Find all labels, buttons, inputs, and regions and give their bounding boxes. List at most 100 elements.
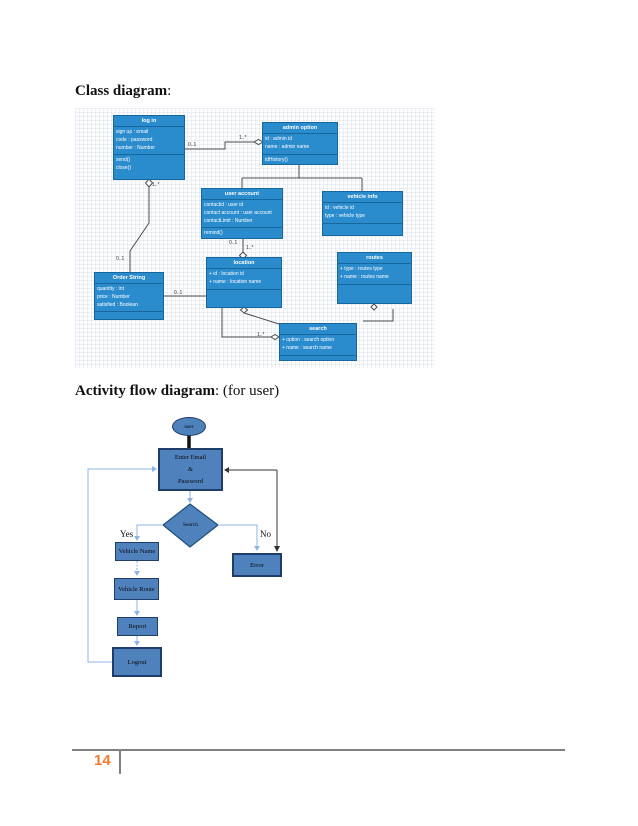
attribute: number : Number bbox=[116, 144, 155, 151]
multiplicity-label: 0..1 bbox=[174, 290, 183, 296]
flow-box-vehicle-route: Vehicle Route bbox=[114, 578, 159, 600]
attribute: + type : routes type bbox=[340, 266, 383, 272]
class-methods: send() close() bbox=[114, 155, 184, 175]
footer-divider-bar bbox=[119, 749, 121, 774]
multiplicity-label: 1..* bbox=[246, 245, 254, 251]
flow-box-label: Error bbox=[250, 561, 264, 569]
arrow-into-report bbox=[134, 611, 140, 616]
attribute: + name : search name bbox=[282, 344, 332, 351]
flow-box-error: Error bbox=[232, 553, 282, 577]
method: idHistory() bbox=[265, 156, 288, 163]
flow-box-logout: Logout bbox=[112, 647, 162, 677]
decision-label: Search bbox=[183, 522, 198, 528]
connector-location-search-diag bbox=[243, 312, 280, 325]
flow-box-enter-email: Enter Email & Password bbox=[158, 448, 223, 491]
method: send() bbox=[116, 157, 131, 164]
class-methods: idHistory() bbox=[263, 155, 337, 165]
class-title: user account bbox=[202, 189, 282, 200]
attribute: contactid : user id bbox=[204, 202, 244, 208]
attribute: + id : location id bbox=[209, 271, 244, 277]
attribute: price : Number bbox=[97, 293, 130, 300]
flow-box-vehicle-name: Vehicle Name bbox=[115, 542, 159, 561]
heading-activity-rest: : (for user) bbox=[214, 383, 280, 399]
start-node-label: user bbox=[184, 423, 194, 430]
attribute: code : password bbox=[116, 136, 153, 143]
flow-box-report: Report bbox=[117, 617, 158, 636]
arrow-into-error-blue bbox=[254, 546, 260, 551]
class-methods bbox=[323, 224, 402, 228]
class-attributes: sign up : email code : password number :… bbox=[114, 127, 184, 156]
flow-box-line: Enter Email bbox=[174, 454, 207, 462]
class-box-admin-option: admin option id : admin id name : admin … bbox=[262, 122, 338, 165]
attribute: sign up : email bbox=[116, 129, 149, 135]
class-box-routes: routes + type : routes type + name : rou… bbox=[337, 252, 412, 304]
multiplicity-label: 0..1 bbox=[116, 256, 125, 262]
arrow-loop-into-enter bbox=[152, 466, 157, 472]
flow-box-label: Logout bbox=[127, 658, 147, 666]
class-box-login: log in sign up : email code : password n… bbox=[113, 115, 185, 180]
attribute: + name : routes name bbox=[340, 273, 389, 280]
class-attributes: contactid : user id contact account : us… bbox=[202, 200, 282, 229]
class-title: location bbox=[207, 258, 281, 269]
class-title: routes bbox=[338, 253, 411, 264]
class-methods bbox=[207, 290, 281, 294]
arrow-into-logout bbox=[134, 641, 140, 646]
class-diagram-figure: 0..1 1..* 1..* 0..1 0..1 1..* 0..1 1..* … bbox=[75, 108, 435, 368]
method: remind() bbox=[204, 230, 223, 237]
class-title: vehicle info bbox=[323, 192, 402, 203]
class-box-user-account: user account contactid : user id contact… bbox=[201, 188, 283, 239]
attribute: type : vehicle type bbox=[325, 212, 366, 219]
connector-routes-hook bbox=[363, 309, 394, 322]
footer-rule bbox=[72, 749, 565, 751]
class-attributes: + type : routes type + name : routes nam… bbox=[338, 264, 411, 285]
page-number: 14 bbox=[94, 752, 111, 769]
multiplicity-label: 0..1 bbox=[229, 240, 238, 246]
method: close() bbox=[116, 165, 132, 171]
heading-class-diagram-bold: Class diagram bbox=[75, 83, 168, 99]
multiplicity-label: 0..1 bbox=[188, 142, 197, 148]
class-attributes: id : vehicle id type : vehicle type bbox=[323, 203, 402, 224]
class-methods bbox=[95, 312, 163, 316]
attribute: + option : search option bbox=[282, 337, 335, 343]
flow-box-label: Vehicle Route bbox=[118, 585, 155, 593]
attribute: id : admin id bbox=[265, 136, 292, 142]
arrow-into-vehicle-name bbox=[134, 536, 140, 541]
class-title: Order String bbox=[95, 273, 163, 284]
multiplicity-label: 1..* bbox=[239, 135, 247, 141]
multiplicity-label: 1..* bbox=[257, 332, 265, 338]
flow-arrowheads-black bbox=[224, 467, 280, 552]
class-methods bbox=[338, 285, 411, 289]
attribute: quantity : int bbox=[97, 286, 124, 292]
flow-box-line: Password bbox=[178, 477, 203, 485]
flow-box-label: Report bbox=[128, 623, 147, 630]
class-attributes: quantity : int price : Number satisfied … bbox=[95, 284, 163, 313]
arrow-into-error-black bbox=[274, 546, 280, 552]
arrow-back-into-enter bbox=[224, 467, 229, 473]
class-box-order-string: Order String quantity : int price : Numb… bbox=[94, 272, 164, 320]
class-attributes: + id : location id + name : location nam… bbox=[207, 269, 281, 290]
arrow-into-vehicle-route bbox=[134, 571, 140, 576]
attribute: name : admin name bbox=[265, 143, 310, 150]
class-box-location: location + id : location id + name : loc… bbox=[206, 257, 282, 308]
class-title: admin option bbox=[263, 123, 337, 134]
connector-search-yes bbox=[136, 524, 163, 537]
flow-box-line: & bbox=[187, 465, 194, 473]
multiplicity-label: 1..* bbox=[152, 182, 160, 188]
heading-activity-diagram: Activity flow diagram: (for user) bbox=[75, 383, 279, 400]
connector-search-no bbox=[218, 524, 258, 546]
class-title: search bbox=[280, 324, 356, 335]
diamond-search-left bbox=[270, 333, 280, 341]
heading-class-diagram-rest: : bbox=[167, 83, 172, 99]
attribute: satisfied : Boolean bbox=[97, 301, 138, 308]
flow-box-label: Vehicle Name bbox=[118, 548, 156, 555]
branch-label-no: No bbox=[260, 529, 271, 539]
heading-activity-bold: Activity flow diagram bbox=[75, 383, 215, 399]
class-title: log in bbox=[114, 116, 184, 127]
class-box-search: search + option : search option + name :… bbox=[279, 323, 357, 361]
attribute: id : vehicle id bbox=[325, 205, 354, 211]
class-attributes: + option : search option + name : search… bbox=[280, 335, 356, 356]
class-methods bbox=[280, 356, 356, 360]
attribute: + name : location name bbox=[209, 278, 262, 285]
arrow-into-search bbox=[187, 498, 193, 503]
branch-label-yes: Yes bbox=[120, 529, 134, 539]
